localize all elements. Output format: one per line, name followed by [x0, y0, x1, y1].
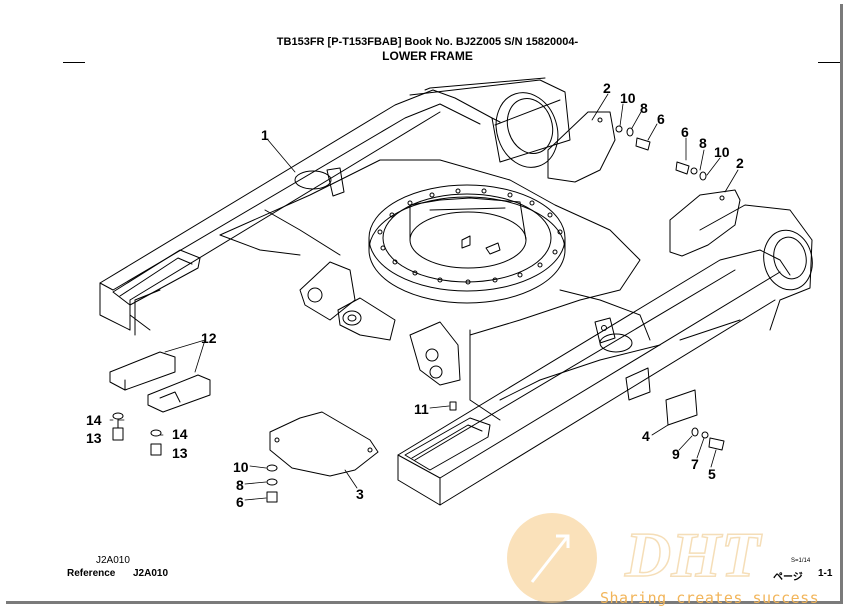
callout-9: 9	[672, 446, 680, 462]
callout-4: 4	[642, 428, 650, 444]
watermark-tagline: Sharing creates success	[600, 589, 820, 607]
callout-2-upper: 2	[603, 80, 611, 96]
callout-10-upper: 10	[620, 90, 636, 106]
page-label: ページ	[773, 572, 803, 583]
header-rule-right	[818, 62, 840, 63]
callout-5: 5	[708, 466, 716, 482]
drawing-code: J2A010	[96, 555, 130, 566]
scale-text: S=1/14	[791, 558, 811, 564]
callout-6-upper: 6	[657, 111, 665, 127]
section-title: LOWER FRAME	[382, 49, 473, 63]
callout-8-right: 8	[699, 135, 707, 151]
callout-1: 1	[261, 127, 269, 143]
callout-10-lower: 10	[233, 459, 249, 475]
catalog-page	[6, 4, 843, 604]
cover-plate-3	[269, 411, 379, 477]
header-rule-left	[63, 62, 85, 63]
callout-6-right: 6	[681, 124, 689, 140]
callout-13-left: 13	[86, 430, 102, 446]
callout-8-lower: 8	[236, 477, 244, 493]
bracket-12	[109, 351, 211, 413]
callout-12: 12	[201, 330, 217, 346]
lower-frame-drawing	[99, 77, 813, 506]
callout-6-lower: 6	[236, 494, 244, 510]
bolt-set-14-13-left	[112, 412, 124, 441]
callout-10-right: 10	[714, 144, 730, 160]
cover-plate-2-upper	[547, 111, 616, 183]
callout-14-left: 14	[86, 412, 102, 428]
callout-8-upper: 8	[640, 100, 648, 116]
callout-2-right: 2	[736, 155, 744, 171]
callout-14-right: 14	[172, 426, 188, 442]
bolt-set-3	[266, 464, 278, 503]
bolt-set-right	[675, 161, 707, 181]
bolt-set-4	[691, 427, 725, 451]
cover-plate-4	[665, 389, 698, 426]
callout-3: 3	[356, 486, 364, 502]
reference-code: J2A010	[133, 568, 169, 579]
page-number: 1-1	[818, 568, 833, 579]
leader-lines	[109, 93, 739, 501]
callout-7: 7	[691, 456, 699, 472]
callout-13-right: 13	[172, 445, 188, 461]
bolt-set-14-13-right	[150, 429, 162, 456]
page-title: TB153FR [P-T153FBAB] Book No. BJ2Z005 S/…	[276, 36, 579, 48]
cover-plate-2-right	[669, 189, 741, 257]
reference-label: Reference	[67, 568, 116, 579]
bolt-11	[449, 401, 457, 411]
callout-11: 11	[414, 401, 429, 417]
bolt-set-upper	[615, 125, 651, 151]
